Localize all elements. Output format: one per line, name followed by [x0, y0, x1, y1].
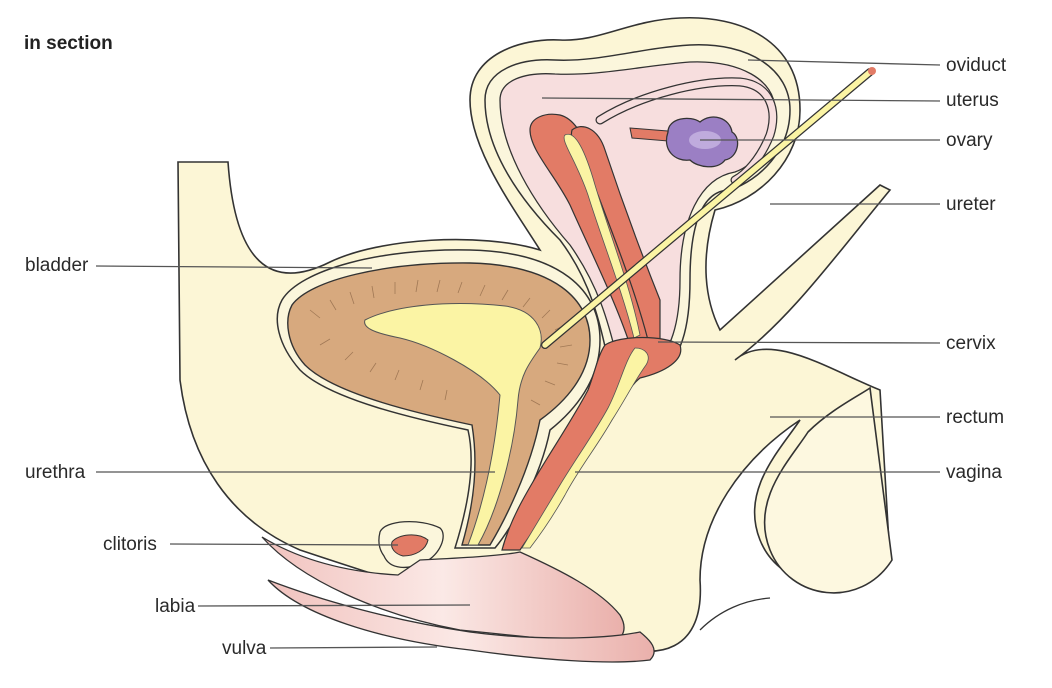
label-labia: labia: [155, 596, 196, 617]
leader-vulva: [269, 646, 438, 649]
vulva-shape: [267, 579, 655, 663]
label-vagina: vagina: [946, 462, 1002, 483]
leader-clitoris: [169, 543, 399, 546]
leader-uterus: [541, 97, 941, 102]
uterine-cavity: [563, 133, 641, 339]
diagram-title: in section: [24, 33, 113, 54]
label-rectum: rectum: [946, 407, 1005, 428]
label-ovary: ovary: [946, 130, 993, 151]
bladder-lumen: [364, 303, 542, 546]
leader-cervix: [657, 341, 941, 344]
leader-labia: [197, 604, 471, 607]
label-vulva: vulva: [222, 638, 267, 659]
ureter-cut-end: [868, 67, 876, 75]
label-uterus: uterus: [946, 90, 999, 111]
clitoris-inner: [391, 534, 429, 557]
vaginal-canal: [521, 347, 649, 549]
leader-bladder: [95, 265, 373, 269]
label-oviduct: oviduct: [946, 55, 1007, 76]
label-urethra: urethra: [25, 462, 86, 483]
label-ureter: ureter: [946, 194, 996, 215]
label-cervix: cervix: [946, 333, 996, 354]
leader-lines: [95, 59, 941, 649]
leader-oviduct: [747, 59, 941, 66]
label-bladder: bladder: [25, 255, 89, 276]
ureter-tube-inner: [542, 69, 873, 348]
rectum-shape: [763, 386, 893, 594]
oviduct-tube-inner: [596, 78, 777, 184]
perineum-line: [699, 597, 771, 631]
label-clitoris: clitoris: [103, 534, 157, 555]
labia-shape: [261, 536, 625, 646]
